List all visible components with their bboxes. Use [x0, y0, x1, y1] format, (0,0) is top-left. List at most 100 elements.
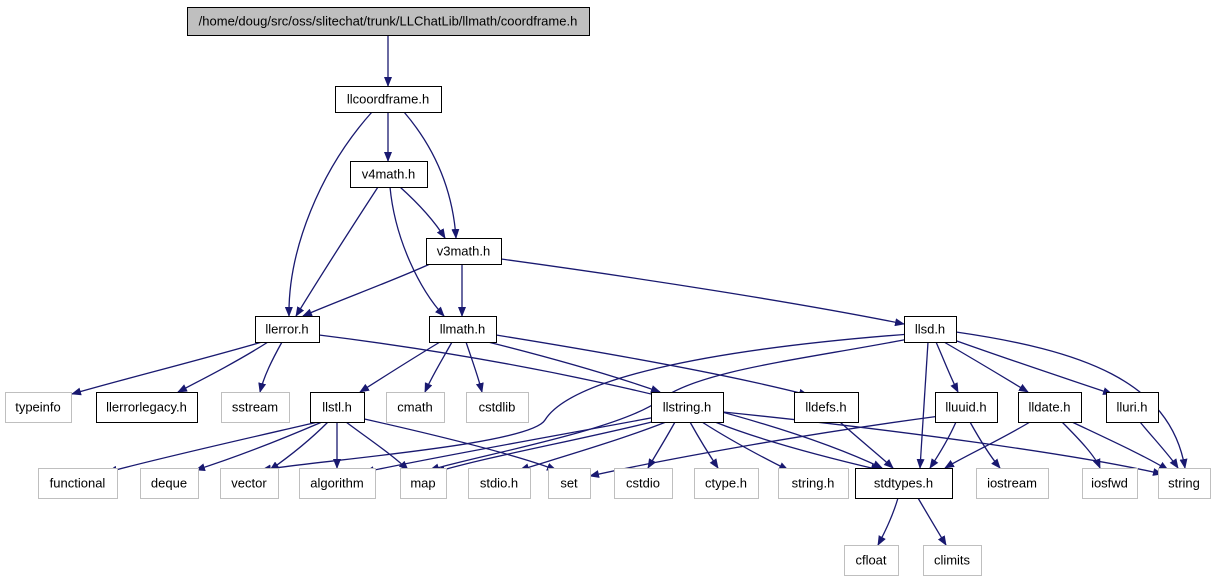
node-box-stringh [778, 468, 849, 499]
edge-llerror-to-stdtypes [318, 334, 883, 469]
edge-v4math-to-v3math [399, 186, 446, 239]
node-cfloat: cfloat [844, 545, 899, 576]
node-box-stdio [468, 468, 531, 499]
node-box-cstdio [614, 468, 673, 499]
node-box-functional [38, 468, 118, 499]
edge-llmath-to-cmath [424, 341, 453, 393]
node-stringh: string.h [778, 468, 849, 499]
node-box-llstring [651, 392, 724, 423]
edge-lldate-to-stdtypes [944, 421, 1031, 469]
node-cmath: cmath [386, 392, 445, 423]
node-stdio: stdio.h [468, 468, 531, 499]
node-box-set [548, 468, 591, 499]
edge-lldate-to-string [1071, 421, 1169, 471]
edge-v4math-to-llerror [295, 186, 379, 317]
node-label-stdtypes: stdtypes.h [874, 475, 933, 490]
node-box-sstream [221, 392, 290, 423]
node-label-coordframe: /home/doug/src/oss/slitechat/trunk/LLCha… [199, 13, 578, 28]
node-box-typeinfo [5, 392, 72, 423]
node-box-lldefs [794, 392, 859, 423]
node-box-cfloat [844, 545, 899, 576]
edge-v4math-to-llmath [389, 186, 445, 317]
node-box-lluri [1106, 392, 1159, 423]
node-box-llsd [904, 316, 957, 343]
node-llstl[interactable]: llstl.h [310, 392, 365, 423]
node-box-llerror [255, 316, 320, 343]
node-coordframe[interactable]: /home/doug/src/oss/slitechat/trunk/LLCha… [187, 7, 590, 36]
node-llerrorlegacy[interactable]: llerrorlegacy.h [96, 392, 198, 423]
node-label-deque: deque [151, 475, 187, 490]
node-llcoordframe[interactable]: llcoordframe.h [335, 86, 442, 113]
node-set: set [548, 468, 591, 499]
node-box-llstl [310, 392, 365, 423]
node-label-lluri: lluri.h [1116, 399, 1147, 414]
edge-llsd-to-vector [261, 333, 911, 473]
node-label-cstdlib: cstdlib [479, 399, 516, 414]
edge-llstl-to-deque [195, 421, 323, 472]
node-box-llmath [429, 316, 497, 343]
edge-llmath-to-llstl [359, 341, 441, 393]
node-box-string [1158, 468, 1211, 499]
node-label-v4math: v4math.h [362, 166, 415, 181]
node-label-llcoordframe: llcoordframe.h [347, 91, 429, 106]
edge-llmath-to-llstring [487, 341, 661, 393]
node-v3math[interactable]: v3math.h [426, 238, 502, 265]
node-v4math[interactable]: v4math.h [350, 161, 428, 188]
node-box-iostream [976, 468, 1049, 499]
node-box-stdtypes [855, 468, 953, 499]
nodes-layer: /home/doug/src/oss/slitechat/trunk/LLCha… [5, 7, 1211, 576]
edge-llerror-to-sstream [258, 341, 283, 393]
edge-llmath-to-lldefs [495, 334, 809, 397]
node-box-map [400, 468, 447, 499]
node-label-lldefs: lldefs.h [805, 399, 846, 414]
edge-llerror-to-typeinfo [71, 341, 263, 396]
node-map: map [400, 468, 447, 499]
node-label-lluuid: lluuid.h [945, 399, 986, 414]
node-functional: functional [38, 468, 118, 499]
node-box-v4math [350, 161, 428, 188]
node-label-llerror: llerror.h [265, 321, 308, 336]
node-label-cstdio: cstdio [626, 475, 660, 490]
node-label-llstl: llstl.h [322, 399, 352, 414]
node-label-llmath: llmath.h [440, 321, 486, 336]
node-lldefs[interactable]: lldefs.h [794, 392, 859, 423]
edge-stdtypes-to-climits [917, 497, 947, 546]
edge-lluuid-to-set [589, 415, 941, 478]
edge-llsd-to-string [955, 331, 1188, 469]
node-vector: vector [220, 468, 279, 499]
node-box-algorithm [299, 468, 376, 499]
node-iosfwd: iosfwd [1082, 468, 1138, 499]
node-stdtypes[interactable]: stdtypes.h [855, 468, 953, 499]
edge-llsd-to-stdtypes [916, 341, 929, 469]
node-lluuid[interactable]: lluuid.h [935, 392, 998, 423]
node-label-set: set [560, 475, 578, 490]
edge-llstl-to-map [345, 421, 409, 471]
node-box-cstdlib [466, 392, 529, 423]
node-box-deque [140, 468, 199, 499]
node-label-stringh: string.h [792, 475, 835, 490]
node-typeinfo: typeinfo [5, 392, 72, 423]
edge-v3math-to-llsd [500, 258, 905, 327]
node-string: string [1158, 468, 1211, 499]
node-llsd[interactable]: llsd.h [904, 316, 957, 343]
node-box-vector [220, 468, 279, 499]
node-box-cmath [386, 392, 445, 423]
edge-llsd-to-lluri [953, 339, 1113, 395]
node-label-string: string [1168, 475, 1200, 490]
node-llerror[interactable]: llerror.h [255, 316, 320, 343]
edge-llstl-to-functional [107, 421, 319, 474]
node-algorithm: algorithm [299, 468, 376, 499]
edge-llmath-to-cstdlib [465, 341, 484, 393]
node-label-sstream: sstream [232, 399, 278, 414]
node-lldate[interactable]: lldate.h [1018, 392, 1082, 423]
node-box-lluuid [935, 392, 998, 423]
edge-llstring-to-cstdio [647, 421, 676, 469]
node-llmath[interactable]: llmath.h [429, 316, 497, 343]
node-label-cmath: cmath [397, 399, 432, 414]
node-llstring[interactable]: llstring.h [651, 392, 724, 423]
node-label-v3math: v3math.h [437, 243, 490, 258]
node-box-climits [923, 545, 982, 576]
node-box-llcoordframe [335, 86, 442, 113]
node-lluri[interactable]: lluri.h [1106, 392, 1159, 423]
